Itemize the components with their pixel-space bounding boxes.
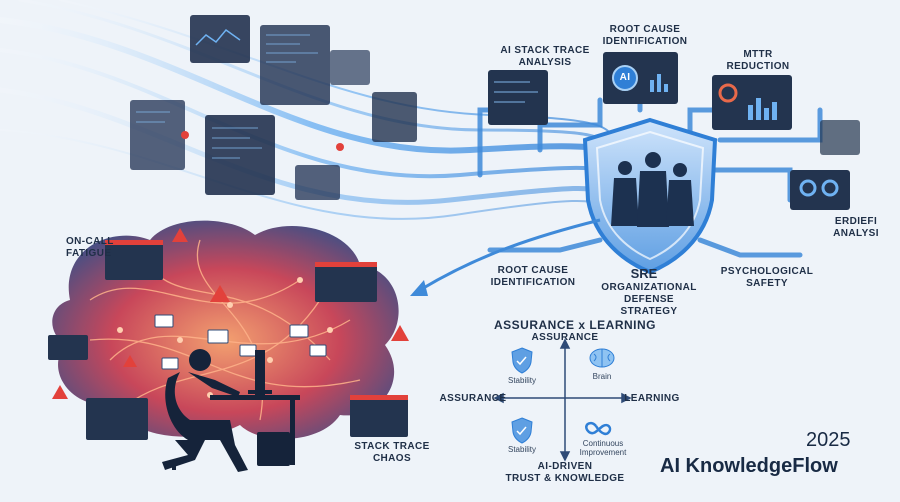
- shield-icon: [511, 417, 533, 444]
- code-panels: [130, 15, 417, 200]
- label-psych-safety: PSYCHOLOGICAL SAFETY: [720, 266, 814, 289]
- quadrant-left-label: ASSURANCE: [439, 393, 507, 404]
- shield-icon: [511, 347, 533, 374]
- label-ai-stack-trace: AI STACK TRACE ANALYSIS: [500, 45, 590, 68]
- bag: [257, 432, 290, 466]
- label-root-cause-top: ROOT CAUSE IDENTIFICATION: [602, 24, 688, 47]
- person-icon: [611, 152, 694, 227]
- brand-name: AI KnowledgeFlow: [660, 455, 838, 477]
- brain-icon: [589, 348, 615, 368]
- dashboard-panels: [488, 52, 860, 210]
- engineer-silhouette: [162, 349, 300, 472]
- label-sre: SRE: [630, 266, 658, 281]
- quadrant-right-label: LEARNING: [624, 393, 680, 404]
- quadrant-q4-label: Continuous Improvement: [579, 439, 627, 457]
- ai-badge: AI: [619, 72, 631, 83]
- brand-year: 2025: [806, 429, 851, 451]
- quadrant-axes: [493, 338, 632, 462]
- label-stack-trace-chaos: STACK TRACE CHAOS: [354, 441, 430, 464]
- mail-icon: [154, 314, 327, 370]
- label-on-call: ON-CALL FATIGUE: [66, 236, 114, 259]
- label-org-defense: ORGANIZATIONAL DEFENSE STRATEGY: [601, 282, 697, 317]
- flow-arrow: [419, 218, 601, 292]
- label-mttr: MTTR REDUCTION: [726, 49, 790, 72]
- quadrant-q1-label: Stability: [507, 376, 536, 385]
- label-root-cause-bottom: ROOT CAUSE IDENTIFICATION: [490, 265, 576, 288]
- quadrant-q3-label: Stability: [507, 445, 536, 454]
- label-erdiefi: ERDIEFI ANALYSI: [833, 216, 879, 239]
- quadrant-bottom-label: AI-DRIVEN TRUST & KNOWLEDGE: [505, 461, 625, 484]
- quadrant-q2-label: Brain: [592, 372, 612, 381]
- alert-panels: [48, 240, 408, 440]
- quadrant-title: ASSURANCE x LEARNING: [494, 318, 657, 332]
- warning-icon: [52, 228, 409, 399]
- infinity-icon: [585, 421, 612, 436]
- quadrant-top-label: ASSURANCE: [531, 332, 599, 343]
